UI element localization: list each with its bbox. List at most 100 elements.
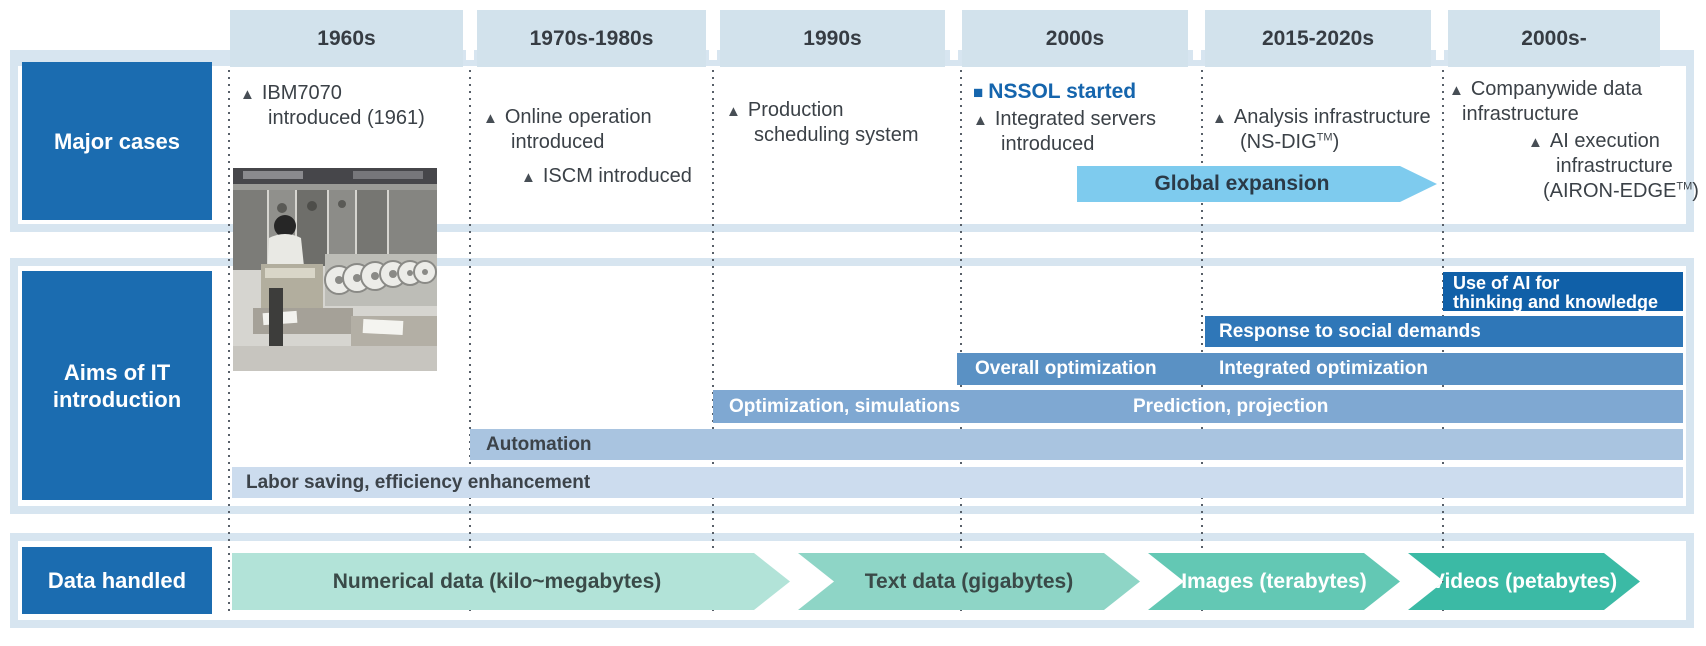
header-gap-notch	[950, 50, 958, 60]
chevron-images: Images (terabytes)	[1148, 553, 1400, 610]
event-text: Online operation	[504, 106, 652, 128]
event-companywide-data-line1: ▲ Companywide data	[1449, 78, 1642, 101]
triangle-marker-icon: ▲	[726, 103, 741, 120]
aims-bar-label-line1: Use of AI for	[1453, 273, 1560, 293]
column-separator	[1201, 70, 1203, 612]
aims-bar-label: Response to social demands	[1219, 321, 1481, 342]
period-header-1960s: 1960s	[230, 10, 463, 67]
column-separator	[469, 70, 471, 612]
header-gap-notch	[709, 50, 717, 60]
event-online-operation-line1: ▲ Online operation	[483, 106, 652, 129]
event-production-scheduling-line1: ▲ Production	[726, 99, 843, 122]
row-label-text-line1: Aims of IT	[63, 359, 171, 385]
global-expansion-arrow: Global expansion	[1077, 166, 1437, 202]
row-label-text-line2: introduction	[52, 386, 182, 412]
triangle-marker-icon: ▲	[1212, 110, 1227, 127]
period-label: 2000s-	[1521, 26, 1587, 50]
header-gap-notch	[1436, 50, 1444, 60]
event-ai-execution-line2: infrastructure	[1556, 155, 1673, 178]
aims-bar-automation: Automation	[470, 429, 1683, 460]
event-text: (NS-DIG	[1240, 131, 1317, 153]
period-label: 2000s	[1045, 26, 1105, 50]
event-text: introduced	[1001, 133, 1095, 155]
event-text: Integrated servers	[994, 108, 1157, 130]
event-analysis-infrastructure-line1: ▲ Analysis infrastructure	[1212, 106, 1431, 129]
period-label: 1990s	[803, 26, 862, 50]
triangle-marker-icon: ▲	[521, 169, 536, 186]
event-online-operation-line2: introduced	[511, 131, 604, 154]
aims-bar-labor-saving: Labor saving, efficiency enhancement	[232, 467, 1683, 498]
square-marker-icon: ■	[973, 83, 984, 102]
event-text: ISCM introduced	[542, 165, 692, 187]
event-text: Companywide data	[1470, 78, 1643, 100]
photo-1960s-computer-room	[233, 168, 437, 371]
aims-bar-optimization: Overall optimization Integrated optimiza…	[957, 353, 1683, 385]
chevron-label: Videos (petabytes)	[1430, 569, 1618, 593]
aims-bar-use-of-ai: Use of AI for thinking and knowledge	[1443, 272, 1683, 312]
header-gap-notch	[466, 50, 474, 60]
aims-bar-simulation-prediction: Optimization, simulations Prediction, pr…	[713, 390, 1683, 423]
aims-bar-label-prediction-projection: Prediction, projection	[1133, 396, 1329, 417]
event-ai-execution-line3: (AIRON-EDGETM)	[1543, 180, 1699, 203]
trademark-superscript: TM	[1316, 131, 1333, 144]
triangle-marker-icon: ▲	[973, 112, 988, 129]
chevron-label: Numerical data (kilo~megabytes)	[332, 569, 662, 593]
event-text: )	[1692, 180, 1699, 202]
event-ibm7070-line2: introduced (1961)	[268, 107, 425, 130]
period-label: 1970s-1980s	[529, 26, 654, 50]
period-header-2015-2020s: 2015-2020s	[1205, 10, 1431, 67]
aims-bar-label-line2: thinking and knowledge	[1453, 292, 1659, 312]
event-text: IBM7070	[261, 82, 342, 104]
row-label-major-cases: Major cases	[22, 62, 212, 220]
event-production-scheduling-line2: scheduling system	[754, 124, 919, 147]
event-analysis-infrastructure-line2: (NS-DIGTM)	[1240, 131, 1339, 154]
chevron-label: Text data (gigabytes)	[864, 569, 1074, 593]
row-label-text: Major cases	[54, 128, 180, 154]
event-companywide-data-line2: infrastructure	[1462, 103, 1579, 126]
chevron-videos: Videos (petabytes)	[1408, 553, 1640, 610]
event-integrated-servers-line1: ▲ Integrated servers	[973, 108, 1156, 131]
aims-bar-label-integrated: Integrated optimization	[1219, 358, 1428, 379]
triangle-marker-icon: ▲	[1449, 82, 1464, 99]
event-text: Analysis infrastructure	[1233, 106, 1431, 128]
chevron-numerical-data: Numerical data (kilo~megabytes)	[232, 553, 790, 610]
event-text: AI execution	[1549, 130, 1660, 152]
aims-bar-label-overall: Overall optimization	[975, 358, 1157, 379]
aims-bar-label: Automation	[486, 434, 592, 455]
column-separator	[960, 70, 962, 612]
period-label: 1960s	[317, 26, 376, 50]
period-label: 2015-2020s	[1261, 26, 1375, 50]
event-iscm: ▲ ISCM introduced	[521, 165, 692, 188]
row-label-data-handled: Data handled	[22, 547, 212, 614]
event-ibm7070-line1: ▲ IBM7070	[240, 82, 342, 105]
event-nssol-started: ■NSSOL started	[973, 80, 1136, 104]
event-text: )	[1332, 131, 1340, 153]
row-label-aims: Aims of IT introduction	[22, 271, 212, 500]
chevron-label: Images (terabytes)	[1181, 569, 1367, 593]
event-text: introduced (1961)	[268, 107, 425, 129]
event-text: scheduling system	[754, 124, 919, 146]
aims-bar-response-social-demands: Response to social demands	[1205, 316, 1683, 347]
event-text: introduced	[511, 131, 605, 153]
triangle-marker-icon: ▲	[240, 86, 255, 103]
triangle-marker-icon: ▲	[1528, 134, 1543, 151]
global-expansion-label: Global expansion	[1154, 172, 1330, 195]
event-integrated-servers-line2: introduced	[1001, 133, 1094, 156]
aims-bar-label: Labor saving, efficiency enhancement	[246, 472, 591, 493]
event-text: Production	[747, 99, 844, 121]
column-separator	[228, 70, 230, 612]
chevron-text-data: Text data (gigabytes)	[798, 553, 1140, 610]
column-separator	[712, 70, 714, 612]
event-ai-execution-line1: ▲ AI execution	[1528, 130, 1660, 153]
period-header-1970s-1980s: 1970s-1980s	[477, 10, 706, 67]
trademark-superscript: TM	[1676, 180, 1693, 193]
header-gap-notch	[1193, 50, 1201, 60]
event-text: infrastructure	[1556, 155, 1673, 177]
period-header-2000s-onward: 2000s-	[1448, 10, 1660, 67]
event-text: NSSOL started	[988, 80, 1137, 103]
event-text: infrastructure	[1462, 103, 1579, 125]
triangle-marker-icon: ▲	[483, 110, 498, 127]
row-label-text: Data handled	[47, 568, 187, 593]
aims-bar-label-optimization-simulations: Optimization, simulations	[729, 396, 961, 417]
